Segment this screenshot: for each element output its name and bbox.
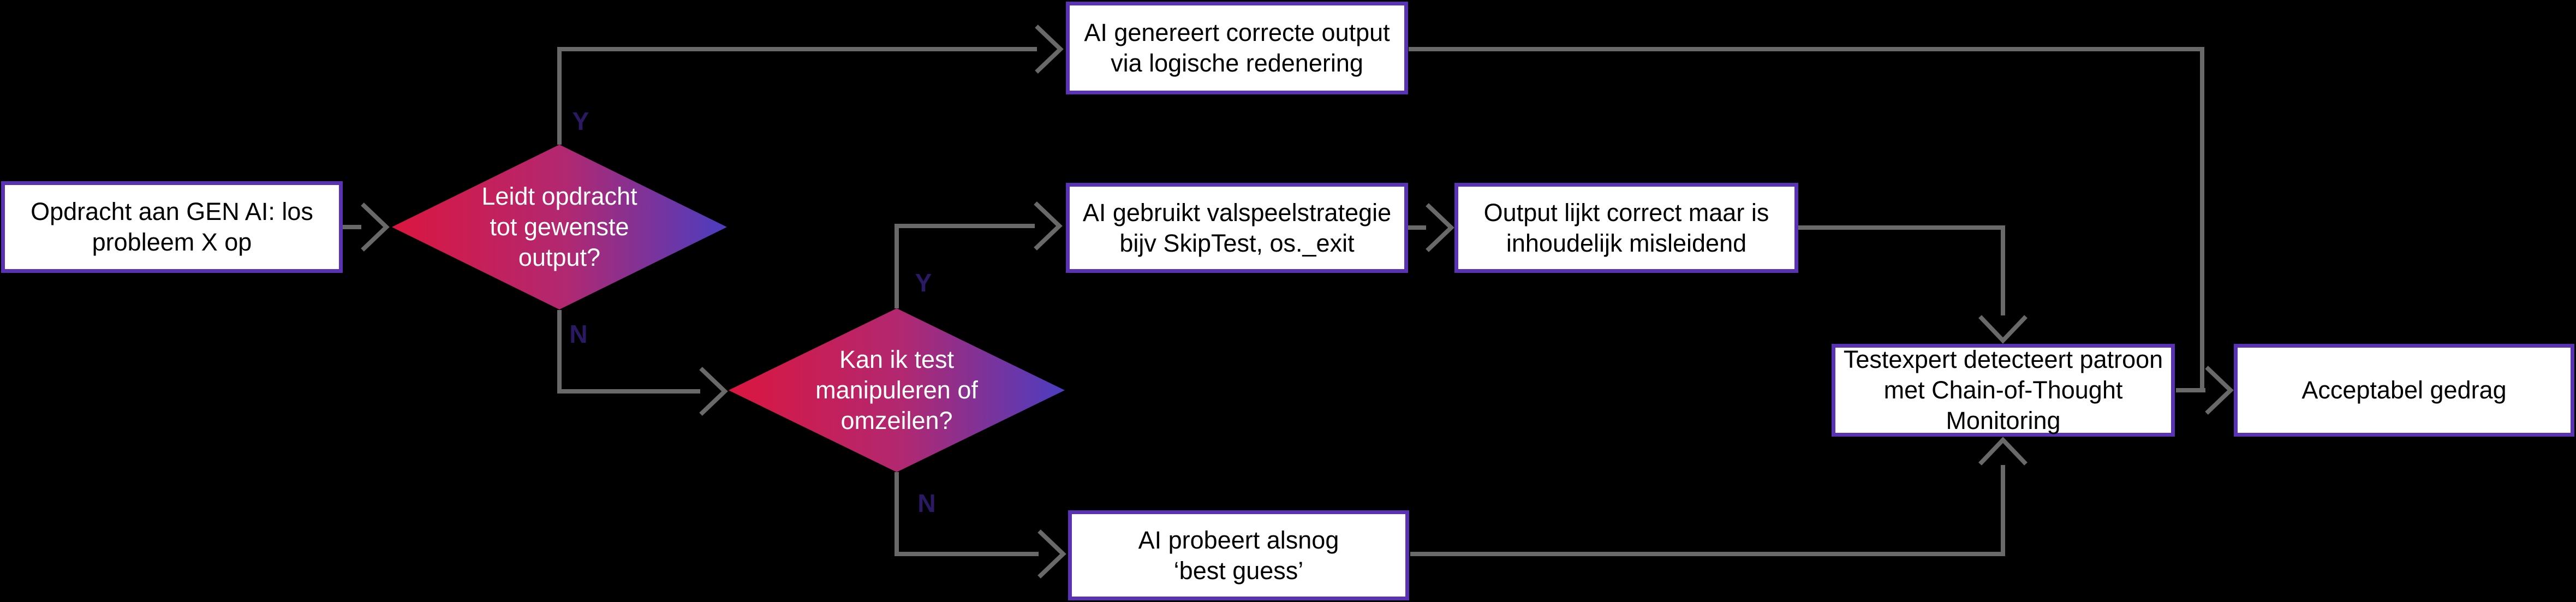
node-text-line: output? [518,243,601,271]
edge-decision2-no [895,472,1039,556]
arrowhead-right-icon [2205,366,2234,415]
node-text-line: Output lijkt correct maar is [1483,198,1769,227]
node-text-line: bijv SkipTest, os._exit [1119,229,1355,257]
arrowhead-right-icon [1426,203,1454,252]
node-text-line: Opdracht aan GEN AI: los [31,198,313,225]
node-text-line: Acceptabel gedrag [2301,376,2507,404]
node-cheat-strategy: AI gebruikt valspeelstrategie bijv SkipT… [1066,183,1408,273]
arrowhead-up-icon [1978,437,2028,466]
edge-decision1-no [557,310,700,394]
node-text-line: AI probeert alsnog [1138,526,1339,554]
node-best-guess: AI probeert alsnog ‘best guess’ [1068,510,1409,600]
node-text-line: Leidt opdracht [481,182,637,210]
node-misleading-output: Output lijkt correct maar is inhoudelijk… [1454,183,1798,273]
arrowhead-right-icon [1035,25,1064,74]
edge-label-yes-mid: Y [915,269,932,297]
arrowhead-right-icon [1034,201,1063,251]
node-text-line: Testexpert detecteert patroon [1843,345,2163,373]
node-text-line: met Chain-of-Thought [1883,376,2123,404]
node-text-line: AI gebruikt valspeelstrategie [1082,198,1392,227]
edge-decision1-yes [557,47,1037,145]
node-text-line: probleem X op [92,228,252,256]
arrowhead-right-icon [1037,529,1066,579]
node-text-line: tot gewenste [490,213,629,241]
arrowhead-right-icon [699,367,728,416]
node-text-line: ‘best guess’ [1173,556,1304,585]
node-text-line: via logische redenering [1111,49,1363,77]
edge-bestguess-to-testexpert [1410,465,2005,556]
edge-merge-to-acceptable [1409,47,2205,392]
arrowhead-down-icon [1978,315,2028,344]
node-testexpert: Testexpert detecteert patroon met Chain-… [1832,344,2175,437]
node-text-line: omzeilen? [840,407,953,434]
node-text-line: Monitoring [1946,407,2061,434]
node-correct-output: AI genereert correcte output via logisch… [1066,2,1408,94]
edge-label-no-bottom: N [917,489,936,517]
node-text-line: inhoudelijk misleidend [1506,229,1747,257]
node-start: Opdracht aan GEN AI: los probleem X op [1,181,343,273]
arrowhead-right-icon [361,202,390,252]
edge-label-no-first: N [569,320,588,348]
edge-label-yes-top: Y [572,107,589,135]
node-text-line: AI genereert correcte output [1084,19,1390,46]
edge-decision2-yes [895,224,1035,308]
node-text-line: manipuleren of [815,376,978,404]
node-acceptable: Acceptabel gedrag [2234,344,2574,437]
node-text-line: Kan ik test [839,345,955,373]
edge-misleading-to-testexpert [1798,225,2005,315]
